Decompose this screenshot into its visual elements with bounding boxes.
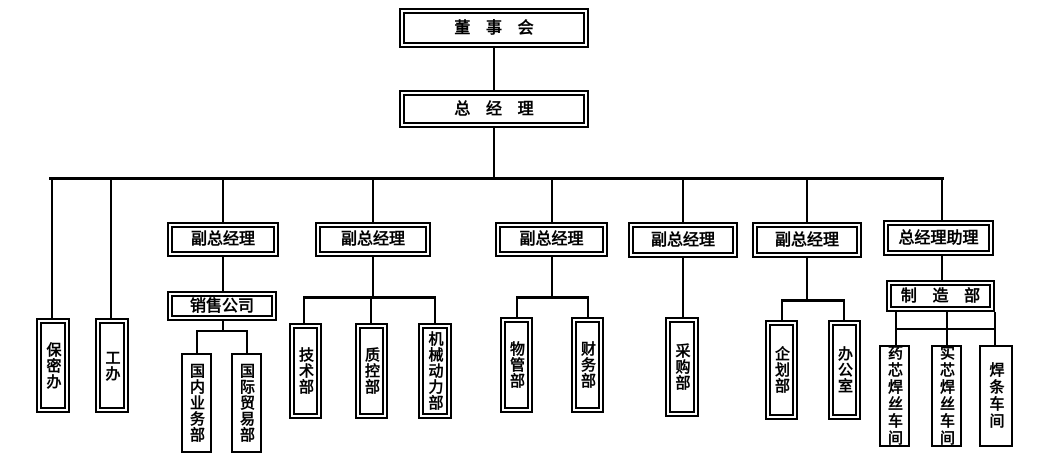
box-technology-dept[interactable]: 技术部 (289, 323, 322, 419)
connector-gm-assistant-to-manufacturing-dept (941, 256, 943, 281)
box-mechanical-power-dept[interactable]: 机械动力部 (418, 323, 452, 419)
connector-to-technology-dept (303, 296, 305, 324)
box-label: 药芯焊丝车间 (886, 345, 904, 447)
connector-bus-to-labor-union-office (110, 177, 112, 319)
box-label: 企划部 (773, 346, 791, 394)
box-flux-cored-wire-workshop[interactable]: 药芯焊丝车间 (879, 345, 910, 447)
box-international-trade-dept[interactable]: 国际贸易部 (231, 353, 262, 453)
box-deputy-gm-2[interactable]: 副总经理 (315, 222, 431, 257)
connector-bus-to-deputy-gm-1 (222, 177, 224, 223)
connector-bus-to-gm-assistant (941, 177, 943, 221)
box-board-of-directors[interactable]: 董 事 会 (399, 8, 589, 48)
box-label: 焊条车间 (987, 362, 1006, 430)
main-horizontal-bus (49, 177, 944, 180)
box-electrode-workshop[interactable]: 焊条车间 (979, 345, 1013, 447)
box-planning-dept[interactable]: 企划部 (765, 320, 798, 420)
connector-bus-to-deputy-gm-2 (372, 177, 374, 223)
box-administration-office[interactable]: 办公室 (828, 320, 861, 420)
box-purchasing-dept[interactable]: 采购部 (665, 317, 699, 417)
box-general-manager[interactable]: 总 经 理 (399, 90, 589, 128)
connector-deputy-gm-5-bus (781, 299, 844, 302)
connector-to-administration-office (843, 299, 845, 321)
box-label: 机械动力部 (426, 331, 445, 411)
box-label: 物管部 (508, 341, 526, 389)
box-quality-control-dept[interactable]: 质控部 (355, 323, 388, 419)
connector-bus-to-deputy-gm-3 (551, 177, 553, 223)
connector-to-mechanical-power-dept (434, 296, 436, 324)
connector-deputy-gm-3-bus (516, 296, 589, 299)
box-deputy-gm-1[interactable]: 副总经理 (167, 222, 279, 257)
connector-sales-company-bus (196, 330, 248, 332)
box-finance-dept[interactable]: 财务部 (571, 317, 604, 413)
box-deputy-gm-3[interactable]: 副总经理 (495, 222, 608, 257)
box-label: 副总经理 (519, 229, 584, 249)
connector-deputy-gm-4-to-purchasing-dept (682, 258, 684, 318)
box-label: 实芯焊丝车间 (938, 345, 956, 447)
connector-bus-to-deputy-gm-5 (806, 177, 808, 223)
connector-deputy-gm-5-stem (806, 258, 808, 300)
box-label: 销售公司 (189, 295, 254, 315)
box-label: 董 事 会 (454, 17, 539, 37)
connector-deputy-gm-1-to-sales-company (222, 257, 224, 292)
connector-to-flux-cored-wire-workshop (895, 328, 897, 346)
connector-gm-to-bus (493, 128, 495, 178)
box-solid-wire-workshop[interactable]: 实芯焊丝车间 (931, 345, 962, 447)
connector-manufacturing-bus (895, 328, 996, 330)
box-label: 副总经理 (190, 229, 255, 249)
box-label: 副总经理 (650, 229, 715, 249)
connector-manufacturing-right-drop (994, 312, 996, 329)
box-materials-management-dept[interactable]: 物管部 (500, 317, 533, 413)
connector-deputy-gm-2-bus (303, 296, 436, 299)
box-label: 保密办 (44, 341, 63, 390)
box-label: 副总经理 (340, 229, 405, 249)
box-domestic-business-dept[interactable]: 国内业务部 (181, 353, 212, 453)
box-deputy-gm-5[interactable]: 副总经理 (752, 222, 862, 258)
box-label: 制 造 部 (900, 285, 986, 305)
box-labor-union-office[interactable]: 工办 (95, 318, 129, 413)
box-label: 采购部 (673, 343, 692, 391)
connector-sales-company-stem (222, 321, 224, 331)
connector-bus-to-deputy-gm-4 (682, 177, 684, 223)
box-label: 技术部 (297, 347, 315, 395)
connector-to-solid-wire-workshop (946, 312, 948, 346)
box-gm-assistant[interactable]: 总经理助理 (883, 220, 994, 256)
connector-deputy-gm-3-stem (551, 257, 553, 297)
box-label: 国内业务部 (188, 363, 206, 443)
box-deputy-gm-4[interactable]: 副总经理 (628, 222, 738, 258)
connector-bus-to-confidentiality-office (51, 177, 53, 319)
box-label: 质控部 (363, 347, 381, 395)
box-label: 财务部 (579, 341, 597, 389)
connector-to-planning-dept (781, 299, 783, 321)
connector-board-to-gm (493, 48, 495, 90)
box-label: 工办 (103, 349, 122, 382)
box-label: 办公室 (836, 346, 854, 394)
connector-to-materials-management-dept (516, 296, 518, 318)
connector-to-quality-control-dept (370, 296, 372, 324)
box-sales-company[interactable]: 销售公司 (167, 291, 277, 321)
box-manufacturing-dept[interactable]: 制 造 部 (886, 280, 995, 312)
box-label: 国际贸易部 (238, 363, 256, 443)
connector-to-international-trade-dept (246, 330, 248, 353)
connector-to-domestic-business-dept (196, 330, 198, 353)
connector-to-finance-dept (587, 296, 589, 318)
box-label: 总 经 理 (454, 98, 539, 118)
connector-to-electrode-workshop (994, 328, 996, 346)
box-label: 总经理助理 (898, 227, 979, 247)
connector-deputy-gm-2-stem (372, 257, 374, 297)
connector-manufacturing-left-drop (895, 312, 897, 329)
box-label: 副总经理 (774, 229, 839, 249)
box-confidentiality-office[interactable]: 保密办 (36, 318, 70, 413)
